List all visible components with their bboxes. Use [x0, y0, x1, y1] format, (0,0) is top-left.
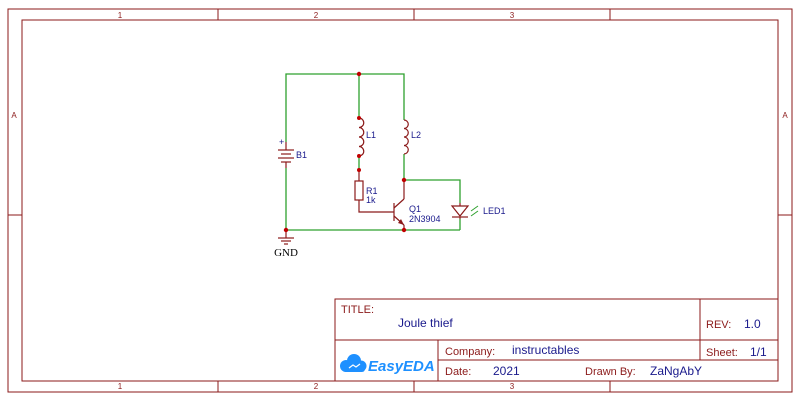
easyeda-logo: EasyEDA — [340, 354, 435, 375]
ground-label: GND — [274, 247, 298, 259]
inductor-l1-designator: L1 — [366, 130, 376, 140]
junction-dot — [357, 154, 361, 158]
date-label: Date: — [445, 366, 471, 378]
led-designator: LED1 — [483, 206, 506, 216]
outer-border — [7, 8, 793, 393]
resistor-value: 1k — [366, 195, 376, 205]
sheet-value: 1/1 — [750, 345, 767, 359]
transistor-value: 2N3904 — [409, 214, 441, 224]
row-label-right-a: A — [782, 111, 788, 120]
rev-value: 1.0 — [744, 317, 761, 331]
logo-text: EasyEDA — [368, 358, 435, 375]
led-light-ray-2 — [470, 210, 479, 217]
title-block: TITLE: Joule thief REV: 1.0 Company: ins… — [334, 298, 779, 382]
ground-symbol: GND — [274, 230, 298, 259]
column-label-bottom-2: 2 — [314, 382, 319, 391]
title-value: Joule thief — [398, 316, 453, 330]
column-label-top-1: 1 — [118, 11, 123, 20]
junction-dot — [356, 71, 362, 77]
drawn-by-label: Drawn By: — [585, 366, 636, 378]
column-label-bottom-3: 3 — [510, 382, 515, 391]
column-label-top-2: 2 — [314, 11, 319, 20]
column-label-bottom-1: 1 — [118, 382, 123, 391]
drawn-by-value: ZaNgAbY — [650, 364, 702, 378]
junction-dot — [401, 227, 407, 233]
company-label: Company: — [445, 346, 495, 358]
resistor-r1: R1 1k — [354, 170, 394, 213]
inductor-l1: L1 — [358, 117, 376, 157]
wires — [285, 73, 461, 231]
led-led1: LED1 — [450, 203, 506, 219]
transistor-q1: Q1 2N3904 — [393, 180, 441, 230]
company-value: instructables — [512, 343, 579, 357]
junction-dot — [283, 227, 289, 233]
rev-label: REV: — [706, 319, 731, 331]
transistor-designator: Q1 — [409, 204, 421, 214]
battery-designator: B1 — [296, 150, 307, 160]
resistor-designator: R1 — [366, 186, 378, 196]
led-light-ray-1 — [470, 205, 479, 212]
sheet-label: Sheet: — [706, 347, 738, 359]
row-label-left-a: A — [11, 111, 17, 120]
column-label-top-3: 3 — [510, 11, 515, 20]
inductor-l2: L2 — [403, 119, 421, 155]
drawing-frame: 1 2 3 1 2 3 A A — [7, 8, 793, 393]
junction-dot — [357, 168, 361, 172]
battery-polarity-label: + — [279, 137, 284, 147]
battery-b1: + B1 — [278, 137, 307, 168]
junctions — [283, 71, 407, 233]
date-value: 2021 — [493, 364, 520, 378]
emitter-arrow — [398, 219, 404, 225]
junction-dot — [357, 116, 361, 120]
cloud-icon — [340, 354, 367, 372]
junction-dot — [401, 177, 407, 183]
wire-top-rail — [285, 73, 405, 142]
inductor-l2-designator: L2 — [411, 130, 421, 140]
wire-collector-led — [404, 179, 461, 203]
title-label: TITLE: — [341, 304, 374, 316]
